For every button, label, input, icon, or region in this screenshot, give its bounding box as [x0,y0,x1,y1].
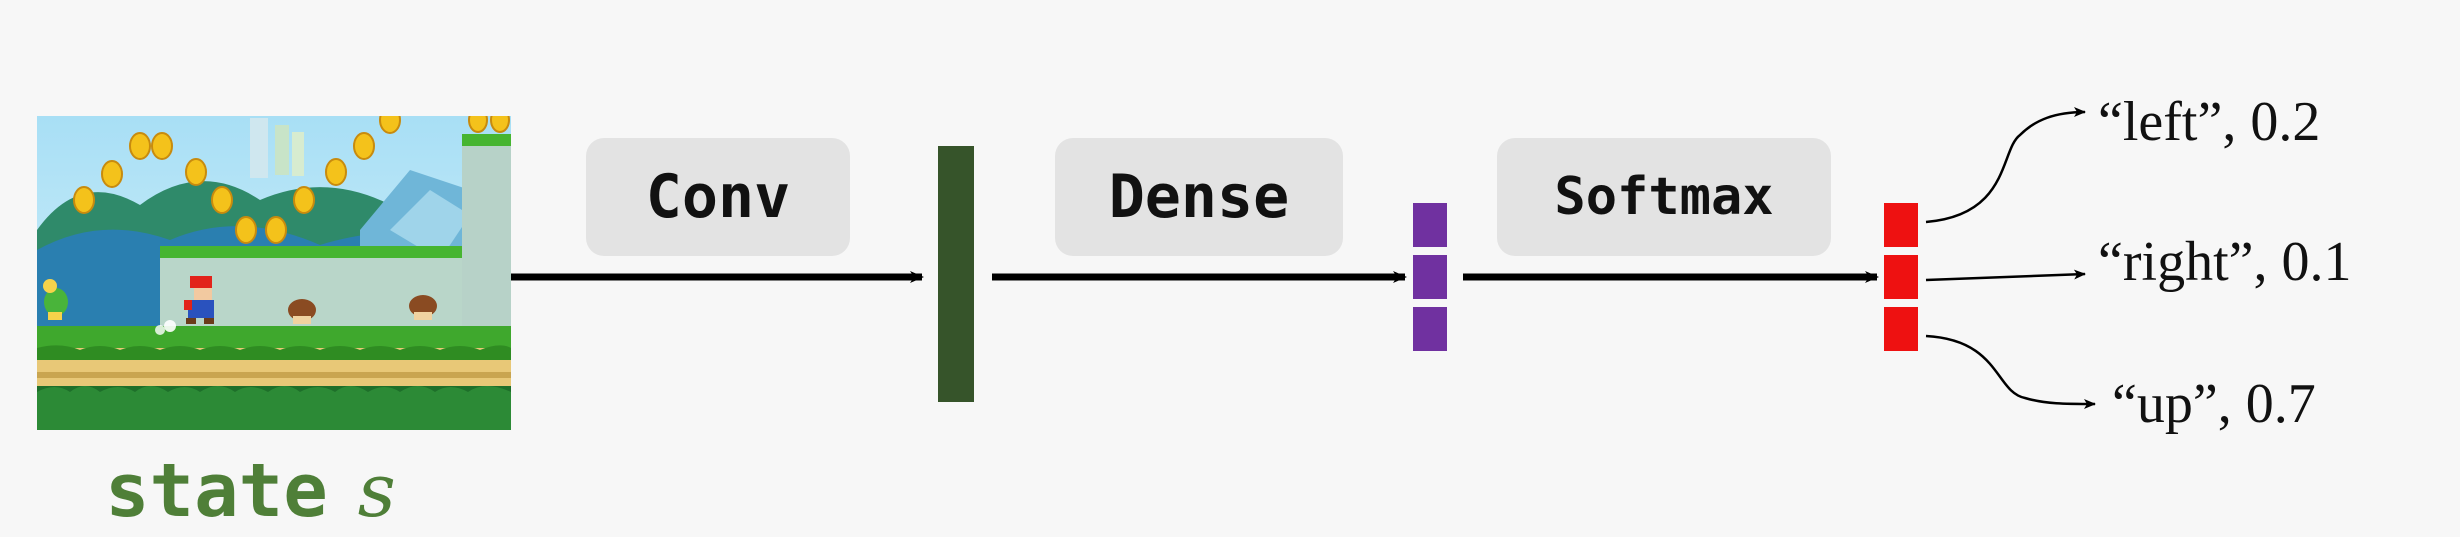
dense-layer-label: Dense [1108,162,1290,232]
softmax-layer-label: Softmax [1554,167,1774,227]
softmax-output-cell [1884,255,1918,299]
state-caption-symbol: s [357,448,396,534]
conv-layer-label: Conv [645,162,791,232]
action-label-left: “left”, 0.2 [2098,91,2321,153]
dense-output-vector [1413,203,1447,351]
arrow-to-action-left [1925,107,2086,224]
dense-output-cell [1413,203,1447,247]
arrow-to-action-up [1925,334,2096,409]
game-frame-image [37,116,511,430]
dense-output-cell [1413,307,1447,351]
action-label-right: “right”, 0.1 [2098,231,2352,293]
dense-output-cell [1413,255,1447,299]
softmax-layer-box: Softmax [1497,138,1831,256]
conv-output-bar [938,146,974,402]
arrow-to-action-right [1925,269,2086,282]
action-label-up: “up”, 0.7 [2112,373,2316,435]
conv-layer-box: Conv [586,138,850,256]
softmax-output-vector [1884,203,1918,351]
softmax-output-cell [1884,203,1918,247]
dense-layer-box: Dense [1055,138,1343,256]
softmax-output-cell [1884,307,1918,351]
state-caption-word: state [105,448,328,534]
